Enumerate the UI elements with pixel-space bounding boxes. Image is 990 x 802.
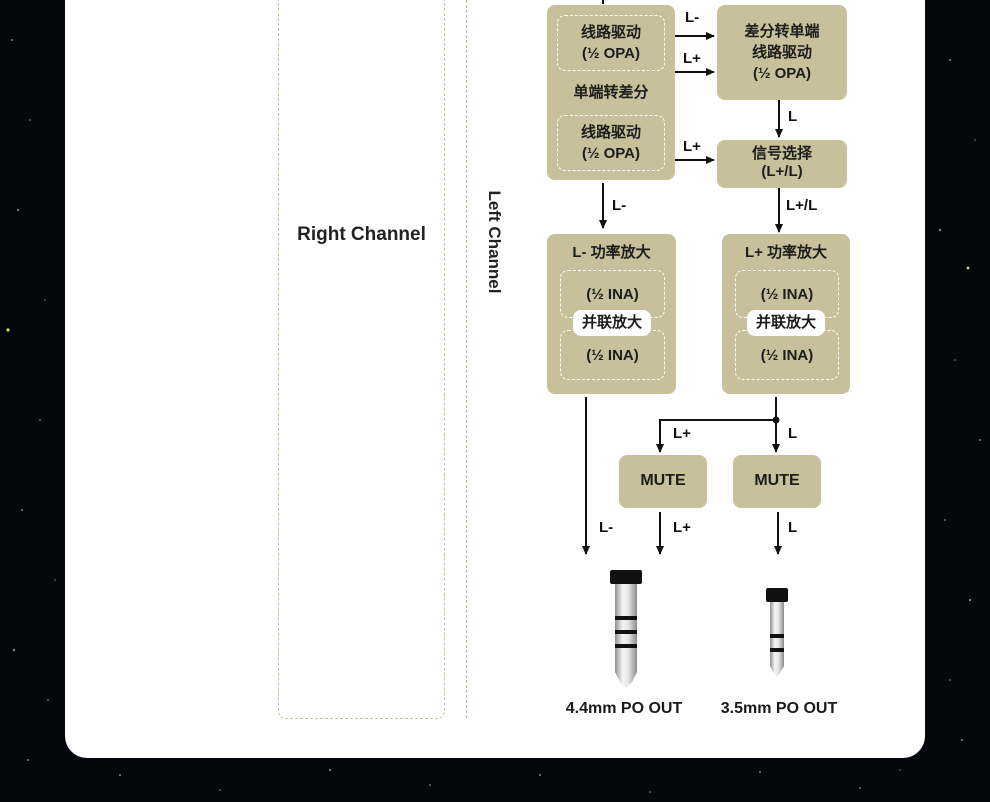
signal-label-l-plus-out: L+ — [673, 519, 691, 536]
mute-block-balanced: MUTE — [619, 455, 707, 508]
diff-to-se-text: 差分转单端 线路驱动 (½ OPA) — [744, 23, 820, 82]
signal-select-block: 信号选择 (L+/L) — [717, 140, 847, 188]
signal-label-l-plus-l: L+/L — [786, 197, 818, 214]
diff-to-se-block: 差分转单端 线路驱动 (½ OPA) — [717, 5, 847, 100]
amp-plus-block: L+ 功率放大 (½ INA) (½ INA) 并联放大 — [722, 234, 850, 394]
signal-label-l-minus-amp: L- — [612, 197, 627, 214]
se-to-diff-title: 单端转差分 — [573, 84, 649, 101]
amp-minus-block: L- 功率放大 (½ INA) (½ INA) 并联放大 — [547, 234, 676, 394]
amp-minus-ina-bottom: (½ INA) — [560, 330, 665, 380]
signal-label-l-plus-top: L+ — [683, 50, 701, 67]
amp-plus-title: L+ 功率放大 — [744, 244, 828, 261]
signal-label-l-mid: L — [788, 108, 798, 125]
right-channel-label: Right Channel — [297, 224, 426, 245]
signal-label-l-plus-select: L+ — [683, 138, 701, 155]
channel-divider — [466, 0, 467, 718]
signal-label-l-minus-top: L- — [685, 9, 700, 26]
se-to-diff-block: 线路驱动 (½ OPA) 单端转差分 线路驱动 (½ OPA) — [547, 5, 675, 180]
signal-select-text: 信号选择 (L+/L) — [751, 145, 812, 180]
mute-block-single: MUTE — [733, 455, 821, 508]
signal-label-l-out: L — [788, 519, 798, 536]
jack-35mm-icon — [766, 588, 788, 677]
amp-plus-ina-bottom: (½ INA) — [735, 330, 839, 380]
amp-plus-parallel: 并联放大 — [747, 310, 825, 336]
output-label-44mm: 4.4mm PO OUT — [565, 700, 683, 717]
amp-minus-title: L- 功率放大 — [572, 244, 651, 261]
jack-44mm-icon — [610, 570, 642, 688]
mute-label-single: MUTE — [754, 472, 800, 489]
mute-label-balanced: MUTE — [640, 472, 686, 489]
right-channel-box — [278, 0, 445, 719]
line-driver-top: 线路驱动 (½ OPA) — [557, 15, 665, 71]
signal-label-l-branch: L — [788, 425, 798, 442]
signal-label-l-minus-out: L- — [599, 519, 614, 536]
amp-minus-parallel: 并联放大 — [573, 310, 651, 336]
output-label-35mm: 3.5mm PO OUT — [720, 700, 838, 717]
line-driver-bottom: 线路驱动 (½ OPA) — [557, 115, 665, 171]
signal-label-l-plus-branch: L+ — [673, 425, 691, 442]
